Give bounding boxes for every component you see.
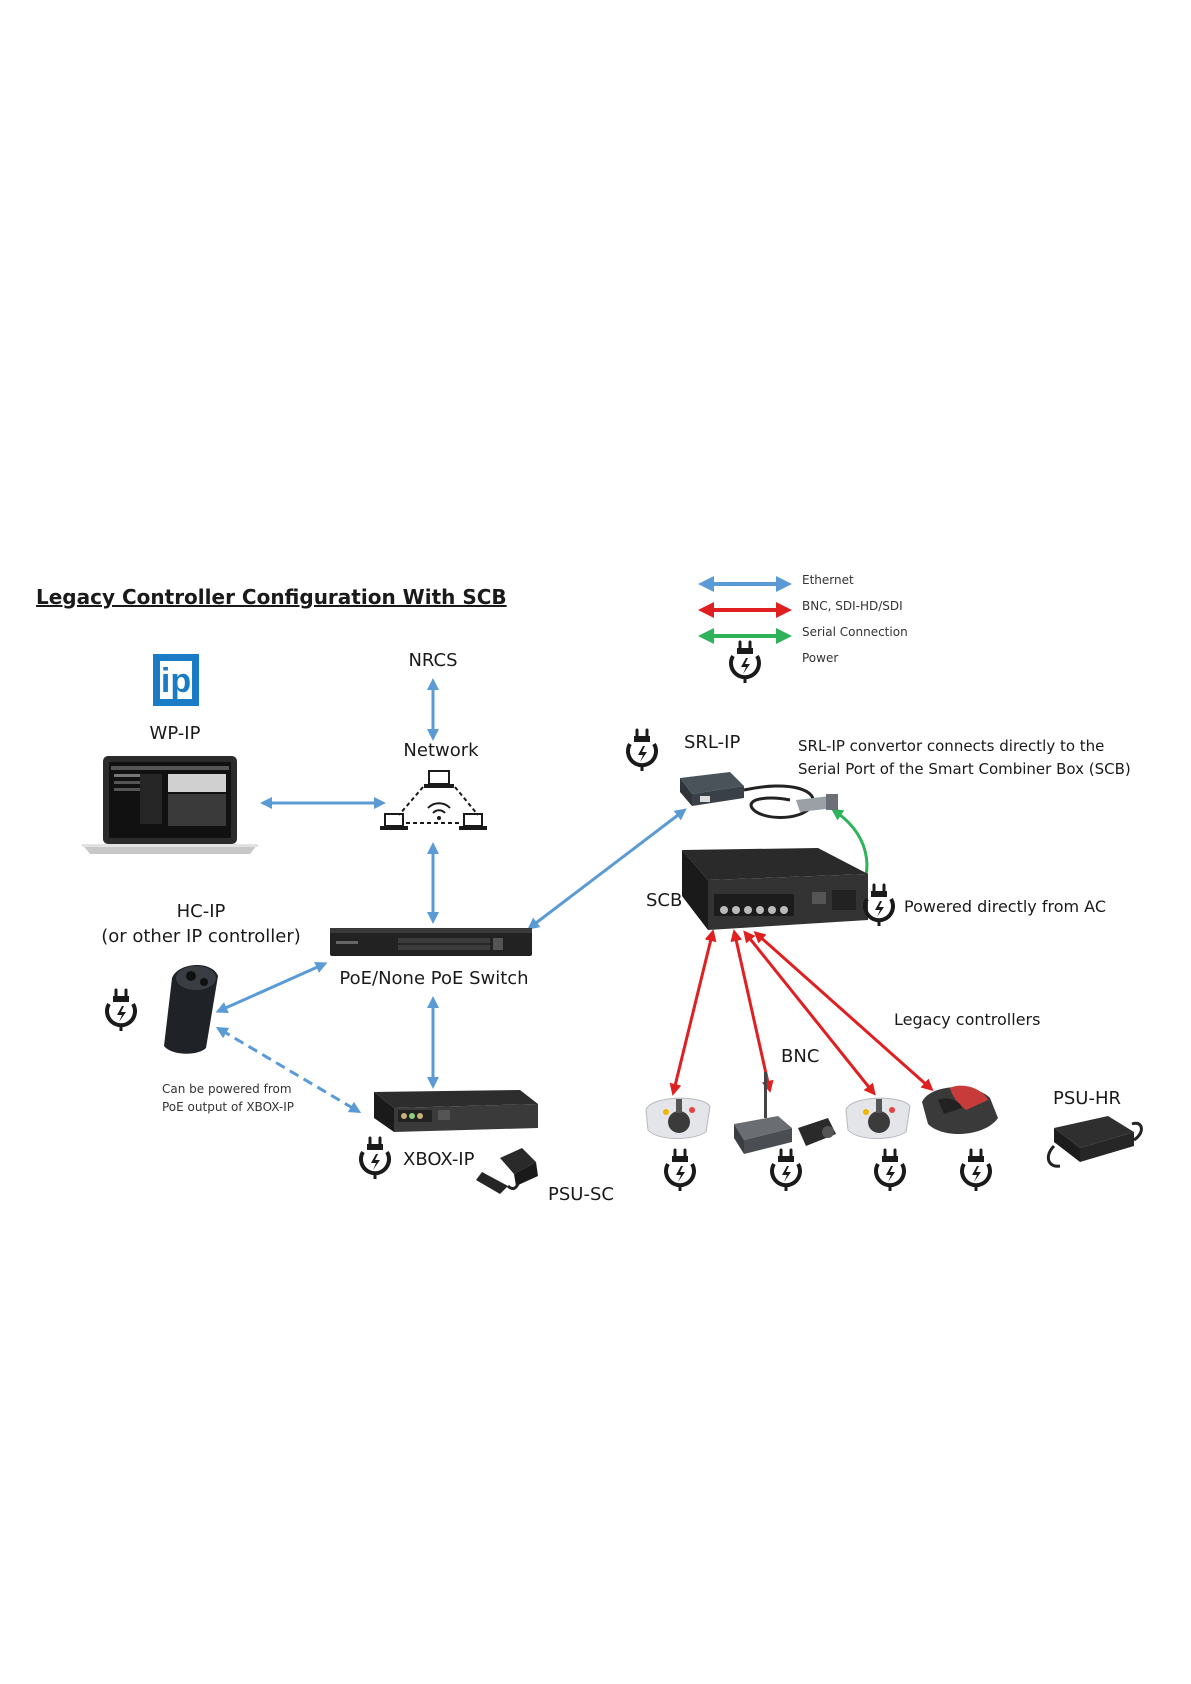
- legacy-3-power-icon: [960, 1148, 992, 1193]
- bnc-label: BNC: [781, 1046, 819, 1067]
- legend-serial-label: Serial Connection: [802, 625, 908, 639]
- psu-hr-device: [1046, 1116, 1143, 1168]
- legacy-2-power-icon: [874, 1148, 906, 1193]
- psu-sc-device: [476, 1148, 538, 1194]
- link-scb-legacy-3: [753, 931, 934, 1091]
- hc-ip-sublabel: (or other IP controller): [101, 926, 301, 947]
- nrcs-label: NRCS: [408, 650, 457, 671]
- hc-ip-controller: [164, 964, 218, 1054]
- xbox-ip-device: [374, 1090, 538, 1132]
- network-icon: [380, 770, 487, 830]
- wp-ip-laptop: [82, 756, 258, 854]
- psu-sc-label: PSU-SC: [548, 1184, 614, 1205]
- ethernet-links: [215, 678, 687, 1114]
- link-switch-hc: [215, 961, 328, 1014]
- legacy-controllers-label: Legacy controllers: [894, 1010, 1040, 1029]
- legacy-controller-2: [845, 1097, 911, 1140]
- psu-hr-label: PSU-HR: [1053, 1088, 1121, 1109]
- scb-power-note: Powered directly from AC: [904, 897, 1106, 916]
- srl-note-line-2: Serial Port of the Smart Combiner Box (S…: [798, 760, 1131, 778]
- xbox-ip-label: XBOX-IP: [403, 1149, 475, 1170]
- srl-note-line-1: SRL-IP convertor connects directly to th…: [798, 737, 1104, 755]
- scb-power-icon: [863, 883, 895, 928]
- network-label: Network: [403, 740, 479, 761]
- srl-ip-convertor: [680, 772, 838, 819]
- poe-note-line-2: PoE output of XBOX-IP: [162, 1100, 294, 1114]
- poe-note-line-1: Can be powered from: [162, 1082, 292, 1096]
- srl-ip-label: SRL-IP: [684, 732, 740, 753]
- scb-device: [682, 848, 868, 930]
- poe-switch-label: PoE/None PoE Switch: [339, 968, 528, 989]
- legend-power-icon: [729, 640, 761, 685]
- legend: Ethernet BNC, SDI-HD/SDI Serial Connecti…: [698, 573, 908, 685]
- ip-logo: ip: [153, 654, 199, 706]
- wp-ip-label: WP-IP: [150, 723, 201, 744]
- link-scb-legacy-1: [669, 929, 717, 1096]
- xbox-ip-power-icon: [359, 1136, 391, 1181]
- legacy-controller-3: [922, 1085, 998, 1135]
- link-switch-srl: [527, 808, 687, 930]
- legacy-controller-1: [645, 1097, 711, 1140]
- ip-logo-text: ip: [161, 662, 191, 700]
- legend-bnc-label: BNC, SDI-HD/SDI: [802, 599, 903, 613]
- srl-ip-power-icon: [626, 728, 658, 773]
- diagram-title: Legacy Controller Configuration With SCB: [36, 585, 507, 609]
- legend-ethernet-label: Ethernet: [802, 573, 854, 587]
- legacy-bnc-power-icon: [770, 1148, 802, 1193]
- legacy-1-power-icon: [664, 1148, 696, 1193]
- link-hc-xbox-poe: [215, 1026, 362, 1114]
- legacy-bnc-device: [734, 1072, 836, 1154]
- bnc-links: [669, 929, 934, 1096]
- hc-ip-label: HC-IP: [177, 901, 226, 922]
- hc-ip-power-icon: [105, 988, 137, 1033]
- legend-power-label: Power: [802, 651, 838, 665]
- poe-switch-device: [330, 928, 532, 956]
- scb-label: SCB: [646, 890, 682, 911]
